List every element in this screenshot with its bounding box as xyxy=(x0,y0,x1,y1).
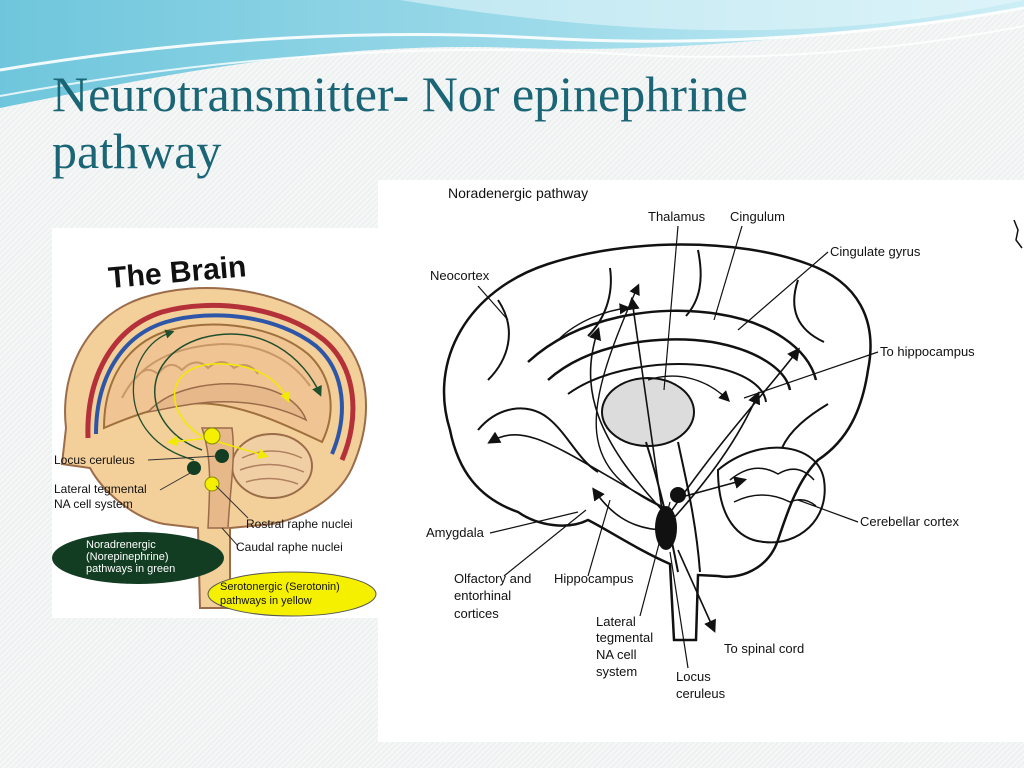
slide-title-line-2: pathway xyxy=(52,123,222,179)
label-lateral-3: NA cell xyxy=(596,647,637,662)
legend-green-line-1: Noradrenergic xyxy=(86,539,156,551)
serotonergic-pathway-arc xyxy=(173,363,290,443)
label-cerebellar-cortex: Cerebellar cortex xyxy=(860,514,959,529)
legend-serotonergic xyxy=(207,571,377,617)
label-to-hippocampus: To hippocampus xyxy=(880,344,975,359)
brain-vessel-red xyxy=(85,302,356,461)
lateral-tegmental-dot xyxy=(187,461,201,475)
legend-green-line-3: pathways in green xyxy=(86,563,175,575)
legend-yellow-line-2: pathways in yellow xyxy=(220,595,312,607)
brain-vessel-blue xyxy=(94,313,344,455)
label-lateral-1: Lateral xyxy=(596,614,636,629)
label-neocortex: Neocortex xyxy=(430,268,490,283)
label-olfactory-3: cortices xyxy=(454,606,499,621)
noradrenergic-pathway-diagram: Noradenergic pathway xyxy=(378,180,1024,742)
label-cingulum: Cingulum xyxy=(730,209,785,224)
slide-title: Neurotransmitter- Nor epinephrine pathwa… xyxy=(52,66,972,180)
locus-ceruleus-nucleus xyxy=(655,506,677,550)
label-locus-1: Locus xyxy=(676,669,711,684)
lateral-tegmental-nucleus xyxy=(670,487,686,503)
label-cingulate-gyrus: Cingulate gyrus xyxy=(830,244,921,259)
header-wave-decoration xyxy=(0,0,1024,108)
label-locus-2: ceruleus xyxy=(676,686,726,701)
brain-outline xyxy=(442,243,872,642)
label-olfactory-2: entorhinal xyxy=(454,588,511,603)
cerebellum-region xyxy=(716,446,826,544)
label-thalamus: Thalamus xyxy=(648,209,706,224)
yellow-nucleus-dot xyxy=(204,476,220,492)
label-rostral-raphe: Rostral raphe nuclei xyxy=(246,517,353,531)
label-locus-ceruleus: Locus ceruleus xyxy=(54,453,135,467)
brain-cerebellum xyxy=(231,433,313,499)
label-amygdala: Amygdala xyxy=(426,525,485,540)
label-lateral-2: tegmental xyxy=(596,630,653,645)
label-lateral-tegmental-1: Lateral tegmental xyxy=(54,482,147,496)
legend-yellow-line-1: Serotonergic (Serotonin) xyxy=(220,581,340,593)
legend-green-line-2: (Norepinephrine) xyxy=(86,551,169,563)
yellow-nucleus-dot xyxy=(203,427,221,445)
noradrenergic-pathway-arc xyxy=(154,333,322,451)
label-to-spinal-cord: To spinal cord xyxy=(724,641,804,656)
label-olfactory-1: Olfactory and xyxy=(454,571,531,586)
brain-cortex xyxy=(102,323,332,444)
locus-ceruleus-dot xyxy=(215,449,229,463)
legend-noradrenergic xyxy=(52,532,224,584)
label-hippocampus: Hippocampus xyxy=(554,571,634,586)
label-caudal-raphe: Caudal raphe nuclei xyxy=(236,540,343,554)
label-lateral-tegmental-2: NA cell system xyxy=(54,497,133,511)
diagram-title: Noradenergic pathway xyxy=(448,185,588,201)
brain-sagittal-diagram: The Brain xyxy=(52,228,378,618)
slide-title-line-1: Neurotransmitter- Nor epinephrine xyxy=(52,66,748,122)
label-lateral-4: system xyxy=(596,664,637,679)
